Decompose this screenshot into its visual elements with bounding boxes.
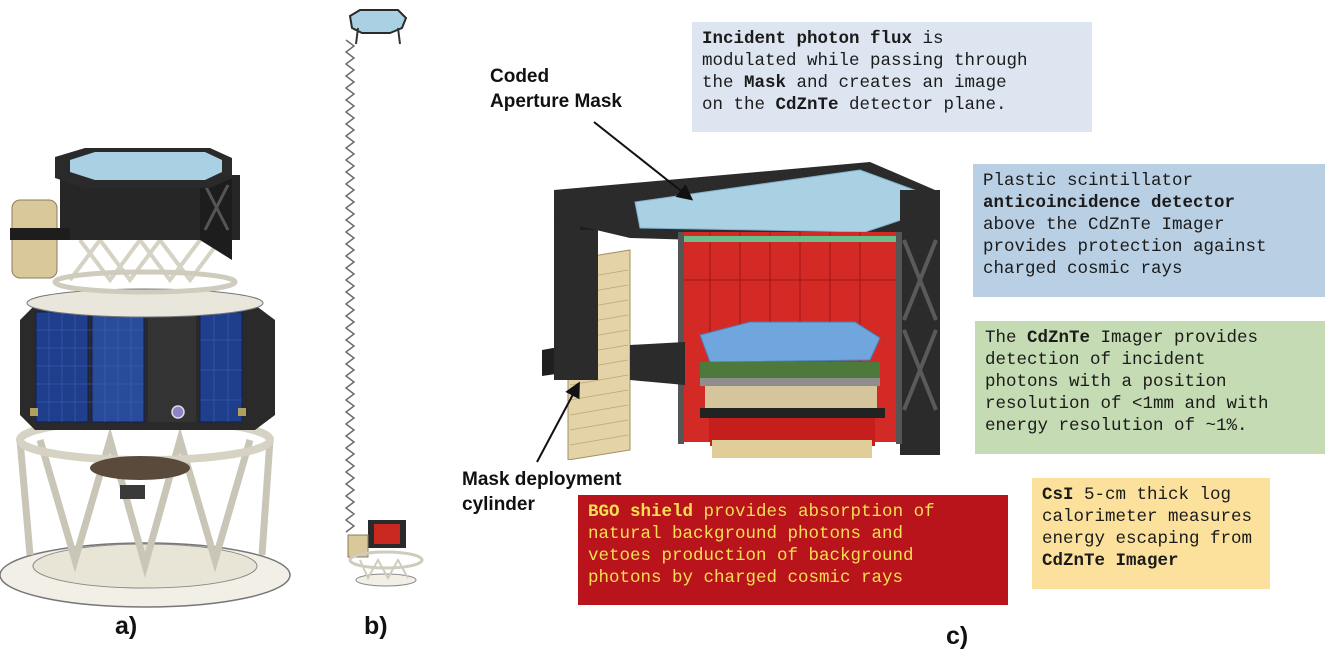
cdznte-text-1b: Imager provides [1090, 328, 1259, 348]
csi-text-3: energy escaping from [1042, 529, 1253, 549]
top-mask-glass [70, 152, 222, 180]
cdznte-text-4: resolution of <1mm and with [985, 394, 1269, 414]
flux-text-2: modulated while passing through [702, 51, 1028, 71]
bgo-text-4: photons by charged cosmic rays [588, 568, 904, 588]
cylinder-label-line-2: cylinder [462, 494, 535, 515]
cdznte-text-2: detection of incident [985, 350, 1206, 370]
scint-text-4: provides protection against [983, 237, 1267, 257]
side-cylinder-band [10, 228, 70, 240]
scint-text-3: above the CdZnTe Imager [983, 215, 1225, 235]
body-port [171, 405, 185, 419]
base-truss [16, 427, 274, 578]
csi-text-1: 5-cm thick log [1073, 485, 1232, 505]
csi-term: CsI [1042, 485, 1074, 505]
cdznte-term: CdZnTe [775, 95, 839, 115]
photon-flux-info-box: Incident photon flux is modulated while … [692, 22, 1092, 132]
upper-frame-side [200, 175, 232, 260]
anticoincidence-plate [682, 236, 898, 242]
flux-text-3b: and creates an image [786, 73, 1007, 93]
body-top-ring [26, 288, 264, 318]
solar-panels [35, 311, 243, 423]
bgo-text-2: natural background photons and [588, 524, 904, 544]
panel-label-b: b) [364, 612, 388, 640]
base-block [712, 440, 872, 458]
payload-stowed-illustration [0, 148, 291, 608]
mask-deployment-cylinder-label: Mask deployment cylinder [462, 467, 621, 517]
deployed-mask [348, 9, 408, 34]
scint-text-1: Plastic scintillator [983, 171, 1194, 191]
flux-text-3a: the [702, 73, 745, 93]
cdznte-imager-term: CdZnTe [1027, 328, 1091, 348]
instrument-cutaway-illustration [542, 162, 940, 460]
flux-text-4a: on the [702, 95, 776, 115]
coded-aperture-mask-label: Coded Aperture Mask [490, 64, 622, 114]
bottom-module [120, 485, 145, 499]
cdznte-text-3: photons with a position [985, 372, 1227, 392]
csi-calorimeter-info-box: CsI 5-cm thick log calorimeter measures … [1032, 478, 1270, 589]
mask-term: Mask [744, 73, 787, 93]
flux-term: Incident photon flux [702, 29, 913, 49]
deployment-boom [344, 39, 356, 533]
mask-label-line-1: Coded [490, 66, 550, 87]
cdznte-text-5: energy resolution of ~1%. [985, 416, 1248, 436]
bgo-term: BGO shield [588, 502, 694, 522]
upper-ring [52, 269, 238, 295]
cdznte-text-1a: The [985, 328, 1028, 348]
anticoincidence-term: anticoincidence detector [983, 193, 1236, 213]
imager-layers [700, 362, 880, 378]
bgo-shield-info-box: BGO shield provides absorption of natura… [578, 495, 1008, 605]
panel-label-c: c) [946, 622, 969, 650]
cylinder-arrow [536, 381, 580, 463]
cdznte-imager-info-box: The CdZnTe Imager provides detection of … [975, 321, 1325, 454]
flux-text-4b: detector plane. [838, 95, 1007, 115]
payload-deployed-illustration [344, 9, 424, 587]
frame-right-pillar [900, 190, 940, 455]
flux-text-1: is [912, 29, 944, 49]
mask-label-line-2: Aperture Mask [490, 91, 622, 112]
scint-text-5: charged cosmic rays [983, 259, 1183, 279]
right-tray [630, 342, 685, 385]
bgo-text-1: provides absorption of [693, 502, 935, 522]
mask-arrow [593, 121, 694, 201]
csi-text-2: calorimeter measures [1042, 507, 1253, 527]
csi-calorimeter [705, 386, 877, 408]
cylinder-label-line-1: Mask deployment [462, 469, 622, 490]
bottom-pod [90, 456, 190, 480]
panel-label-a: a) [115, 612, 138, 640]
bgo-text-3: vetoes production of background [588, 546, 914, 566]
csi-cdznte-term: CdZnTe Imager [1042, 551, 1179, 571]
anticoincidence-info-box: Plastic scintillator anticoincidence det… [973, 164, 1325, 297]
